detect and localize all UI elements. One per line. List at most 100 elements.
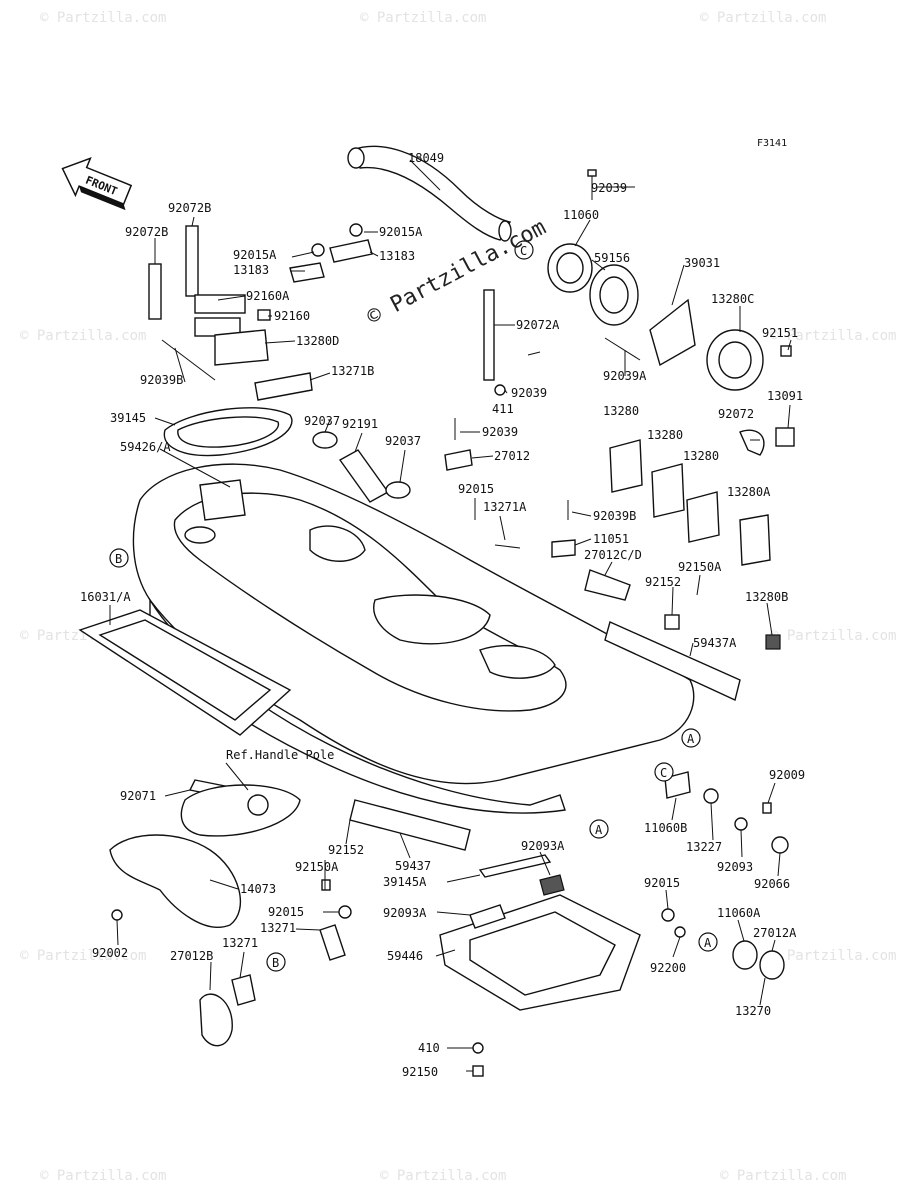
plate-27012 [444, 449, 473, 471]
plate-13271 [319, 924, 346, 961]
part-label: 92150A [295, 860, 339, 874]
bolt-92150 [472, 1065, 484, 1077]
watermark: © Partzilla.com [720, 1168, 846, 1184]
part-label: 92151 [762, 326, 798, 340]
part-label: 13280B [745, 590, 788, 604]
fitting-13227 [703, 788, 719, 804]
part-label: 92071 [120, 789, 156, 803]
intake-duct-end [347, 147, 365, 169]
pad-92093A [469, 904, 506, 929]
nut-92015 [661, 908, 675, 922]
gasket-hole [556, 252, 584, 284]
part-label: 92066 [754, 877, 790, 891]
part-label: 92160 [274, 309, 310, 323]
bolt-92152 [664, 614, 680, 630]
part-label: 59437 [395, 859, 431, 873]
nut-410 [472, 1042, 484, 1054]
hull-rear-recess [479, 644, 556, 679]
part-label: 92002 [92, 946, 128, 960]
cone-39031 [649, 298, 696, 367]
part-label: 13280 [647, 428, 683, 442]
part-label: 11060A [717, 906, 761, 920]
pin-92039A [604, 337, 641, 361]
part-label: 92015 [458, 482, 494, 496]
plate-27012B [199, 993, 233, 1047]
pin-92039B [161, 339, 216, 381]
part-label: 13183 [233, 263, 269, 277]
part-label: 18049 [408, 151, 444, 165]
cover-inner [469, 911, 616, 996]
part-label: 92037 [385, 434, 421, 448]
hull-seat-recess [199, 479, 246, 521]
part-label: 13271 [260, 921, 296, 935]
part-label: 411 [492, 402, 514, 416]
flange-hole [599, 276, 629, 314]
pin-13271A [494, 544, 521, 549]
part-label: 59446 [387, 949, 423, 963]
callout-letter: A [704, 936, 712, 950]
plate-13183 [289, 262, 325, 283]
part-labels: 18049 92039 11060 59156 39031 13280C 921… [80, 151, 805, 1079]
part-label: 92072 [718, 407, 754, 421]
callout-circle [109, 548, 129, 568]
part-label: 39031 [684, 256, 720, 270]
part-label: 92150A [678, 560, 722, 574]
part-label: 11060B [644, 821, 687, 835]
watermark: © Partzilla.com [40, 1168, 166, 1184]
nut-411 [494, 384, 506, 396]
part-label: 14073 [240, 882, 276, 896]
callout-circle [698, 932, 718, 952]
callout-circles: C B A C A A B [109, 240, 718, 972]
part-label: 13280D [296, 334, 339, 348]
part-label: 13280 [683, 449, 719, 463]
plate-27012A [759, 950, 785, 980]
part-label: 13271 [222, 936, 258, 950]
part-label: 92191 [342, 417, 378, 431]
hull-storage-recess [309, 525, 366, 562]
hose-92191 [338, 449, 390, 503]
part-label: 13271B [331, 364, 374, 378]
part-label: 92015A [233, 248, 277, 262]
nut-92015 [338, 905, 352, 919]
front-arrow-icon: FRONT [61, 156, 133, 211]
watermark-layer: © Partzilla.com © Partzilla.com © Partzi… [20, 10, 896, 1184]
callout-letter: C [660, 766, 667, 780]
callout-circle [654, 762, 674, 782]
plug-92066 [771, 836, 789, 854]
part-label: 92093A [383, 906, 427, 920]
clip-13280 [651, 463, 685, 518]
part-label: 92039B [140, 373, 183, 387]
clamp-92037 [312, 431, 338, 449]
plate-13271B [254, 372, 313, 401]
part-label: 27012B [170, 949, 213, 963]
part-label: 11060 [563, 208, 599, 222]
callout-circle [681, 728, 701, 748]
bracket-13280D [214, 329, 269, 366]
vent-hole [718, 341, 752, 379]
part-label: 92039A [603, 369, 647, 383]
strip-59437A [604, 621, 741, 701]
part-label: 92072B [125, 225, 168, 239]
part-label: 27012 [494, 449, 530, 463]
part-label: 92152 [645, 575, 681, 589]
seal-inner [177, 416, 280, 448]
pad-92160A [194, 294, 246, 314]
block-13091 [775, 427, 795, 447]
bolt-92151 [780, 345, 792, 357]
part-label: 13271A [483, 500, 527, 514]
patch-13280B [765, 634, 781, 650]
part-label: 92072B [168, 201, 211, 215]
part-label: 92160A [246, 289, 290, 303]
strap-92072B [148, 263, 162, 320]
plate-13271 [231, 974, 256, 1006]
strap-92072B [185, 225, 199, 297]
strap-92072A [483, 289, 495, 381]
part-label: 92150 [402, 1065, 438, 1079]
strap-39145A [478, 854, 552, 878]
clamp-92037 [385, 481, 411, 499]
part-label: 39145A [383, 875, 427, 889]
clip-13280A [739, 514, 771, 566]
part-label: 92039B [593, 509, 636, 523]
nut-92015A [311, 243, 325, 257]
bolt-92039 [527, 351, 541, 356]
